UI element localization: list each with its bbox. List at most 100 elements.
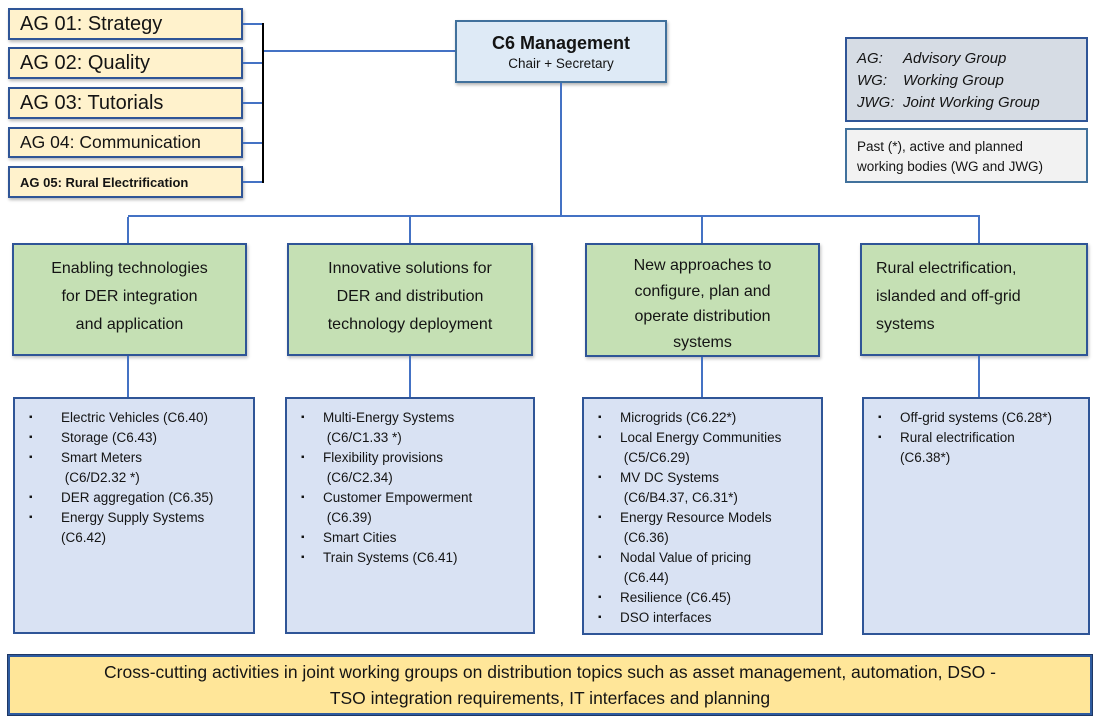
bullet-icon: [592, 468, 620, 508]
cross-cutting-banner: Cross-cutting activities in joint workin…: [8, 655, 1092, 715]
list-item: Smart Meters (C6/D2.32 *): [23, 448, 249, 488]
advisory-group-label: AG 03: Tutorials: [20, 91, 164, 114]
advisory-group-box-strategy: AG 01: Strategy: [8, 8, 243, 40]
list-item-text: Train Systems (C6.41): [323, 549, 458, 565]
list-item-text: Off-grid systems (C6.28*): [900, 410, 1053, 425]
list-item-text: Smart Cities: [323, 529, 397, 545]
stream-title-rural-electrification: Rural electrification, islanded and off-…: [860, 243, 1088, 356]
list-item: Customer Empowerment (C6.39): [295, 488, 529, 528]
working-group-list-innovative-solutions: Multi-Energy Systems (C6/C1.33 *) Flexib…: [285, 397, 535, 634]
management-subtitle: Chair + Secretary: [508, 55, 614, 71]
list-item: Energy Resource Models (C6.36): [592, 508, 817, 548]
bullet-icon: [872, 408, 900, 428]
stream-title-enabling-technologies: Enabling technologies for DER integratio…: [12, 243, 247, 356]
working-group-list-rural-electrification: Off-grid systems (C6.28*) Rural electrif…: [862, 397, 1090, 635]
bullet-icon: [592, 608, 620, 628]
bullet-icon: [295, 448, 323, 488]
bullet-icon: [23, 508, 61, 548]
connector-line: [243, 102, 263, 104]
connector-line: [127, 217, 129, 243]
bullet-icon: [295, 488, 323, 528]
list-item: Nodal Value of pricing (C6.44): [592, 548, 817, 588]
list-item: Energy Supply Systems (C6.42): [23, 508, 249, 548]
bullet-icon: [23, 428, 61, 448]
list-item: MV DC Systems (C6/B4.37, C6.31*): [592, 468, 817, 508]
management-title: C6 Management: [491, 32, 631, 53]
legend-name: Joint Working Group: [903, 94, 1040, 112]
list-item: Multi-Energy Systems (C6/C1.33 *): [295, 408, 529, 448]
connector-line: [978, 356, 980, 397]
list-item-text: Storage (C6.43): [61, 429, 158, 445]
advisory-group-label: AG 04: Communication: [20, 132, 201, 152]
connector-line: [243, 181, 263, 183]
connector-line: [243, 62, 263, 64]
management-box: C6 Management Chair + Secretary: [455, 20, 667, 83]
list-item: Resilience (C6.45): [592, 588, 817, 608]
advisory-group-box-tutorials: AG 03: Tutorials: [8, 87, 243, 119]
list-item: Electric Vehicles (C6.40): [23, 408, 249, 428]
bullet-icon: [592, 428, 620, 468]
list-item: Storage (C6.43): [23, 428, 249, 448]
legend-name: Advisory Group: [903, 50, 1007, 67]
list-item: Rural electrification (C6.38*): [872, 428, 1084, 468]
advisory-group-box-rural-electrification: AG 05: Rural Electrification: [8, 166, 243, 198]
list-item: DSO interfaces: [592, 608, 817, 628]
list-item-text: Resilience (C6.45): [620, 589, 732, 605]
list-item: Smart Cities: [295, 528, 529, 548]
bullet-icon: [23, 408, 61, 428]
connector-line: [262, 23, 264, 183]
stream-title-new-approaches: New approaches to configure, plan and op…: [585, 243, 820, 357]
bullet-icon: [592, 408, 620, 428]
connector-line: [264, 50, 455, 52]
advisory-group-label: AG 05: Rural Electrification: [20, 174, 189, 190]
connector-line: [409, 217, 411, 243]
list-item: Microgrids (C6.22*): [592, 408, 817, 428]
bullet-icon: [23, 448, 61, 488]
list-item: Train Systems (C6.41): [295, 548, 529, 568]
advisory-group-box-quality: AG 02: Quality: [8, 47, 243, 79]
legend-abbr: AG:: [857, 50, 883, 67]
list-item: DER aggregation (C6.35): [23, 488, 249, 508]
bullet-icon: [23, 488, 61, 508]
advisory-group-box-communication: AG 04: Communication: [8, 127, 243, 158]
list-item-text: Flexibility provisions (C6/C2.34): [323, 449, 444, 485]
connector-line: [243, 23, 263, 25]
legend-abbr: WG:: [857, 72, 887, 90]
list-item-text: DSO interfaces: [620, 609, 712, 625]
connector-line: [701, 217, 703, 243]
connector-line: [560, 83, 562, 215]
connector-line: [243, 142, 263, 144]
legend-row: AG: Advisory Group: [857, 48, 1076, 70]
working-group-list-new-approaches: Microgrids (C6.22*) Local Energy Communi…: [582, 397, 823, 635]
list-item-text: Local Energy Communities (C5/C6.29): [620, 429, 782, 465]
list-item-text: Customer Empowerment (C6.39): [323, 489, 473, 525]
connector-line: [978, 217, 980, 243]
list-item-text: Microgrids (C6.22*): [620, 410, 737, 425]
list-item-text: Nodal Value of pricing (C6.44): [620, 549, 752, 585]
list-item-text: DER aggregation (C6.35): [61, 489, 214, 505]
working-group-list-enabling-technologies: Electric Vehicles (C6.40) Storage (C6.43…: [13, 397, 255, 634]
bullet-icon: [592, 508, 620, 548]
list-item-text: Smart Meters (C6/D2.32 *): [61, 449, 143, 485]
legend-note-box: Past (*), active and planned working bod…: [845, 128, 1088, 183]
connector-line: [701, 357, 703, 397]
list-item: Flexibility provisions (C6/C2.34): [295, 448, 529, 488]
legend-row: WG: Working Group: [857, 70, 1076, 92]
advisory-group-label: AG 01: Strategy: [20, 12, 163, 35]
connector-line: [409, 356, 411, 397]
bullet-icon: [295, 528, 323, 548]
legend-abbreviations-box: AG: Advisory Group WG: Working Group JWG…: [845, 37, 1088, 122]
bullet-icon: [592, 588, 620, 608]
bullet-icon: [295, 408, 323, 448]
list-item-text: Rural electrification (C6.38*): [900, 429, 1015, 465]
bullet-icon: [592, 548, 620, 588]
list-item: Off-grid systems (C6.28*): [872, 408, 1084, 428]
list-item-text: Multi-Energy Systems (C6/C1.33 *): [323, 410, 455, 445]
legend-row: JWG: Joint Working Group: [857, 92, 1076, 114]
legend-abbr: JWG:: [857, 94, 895, 112]
legend-name: Working Group: [903, 72, 1004, 90]
bullet-icon: [295, 548, 323, 568]
list-item: Local Energy Communities (C5/C6.29): [592, 428, 817, 468]
list-item-text: MV DC Systems (C6/B4.37, C6.31*): [620, 469, 738, 505]
list-item-text: Energy Supply Systems (C6.42): [61, 509, 205, 545]
